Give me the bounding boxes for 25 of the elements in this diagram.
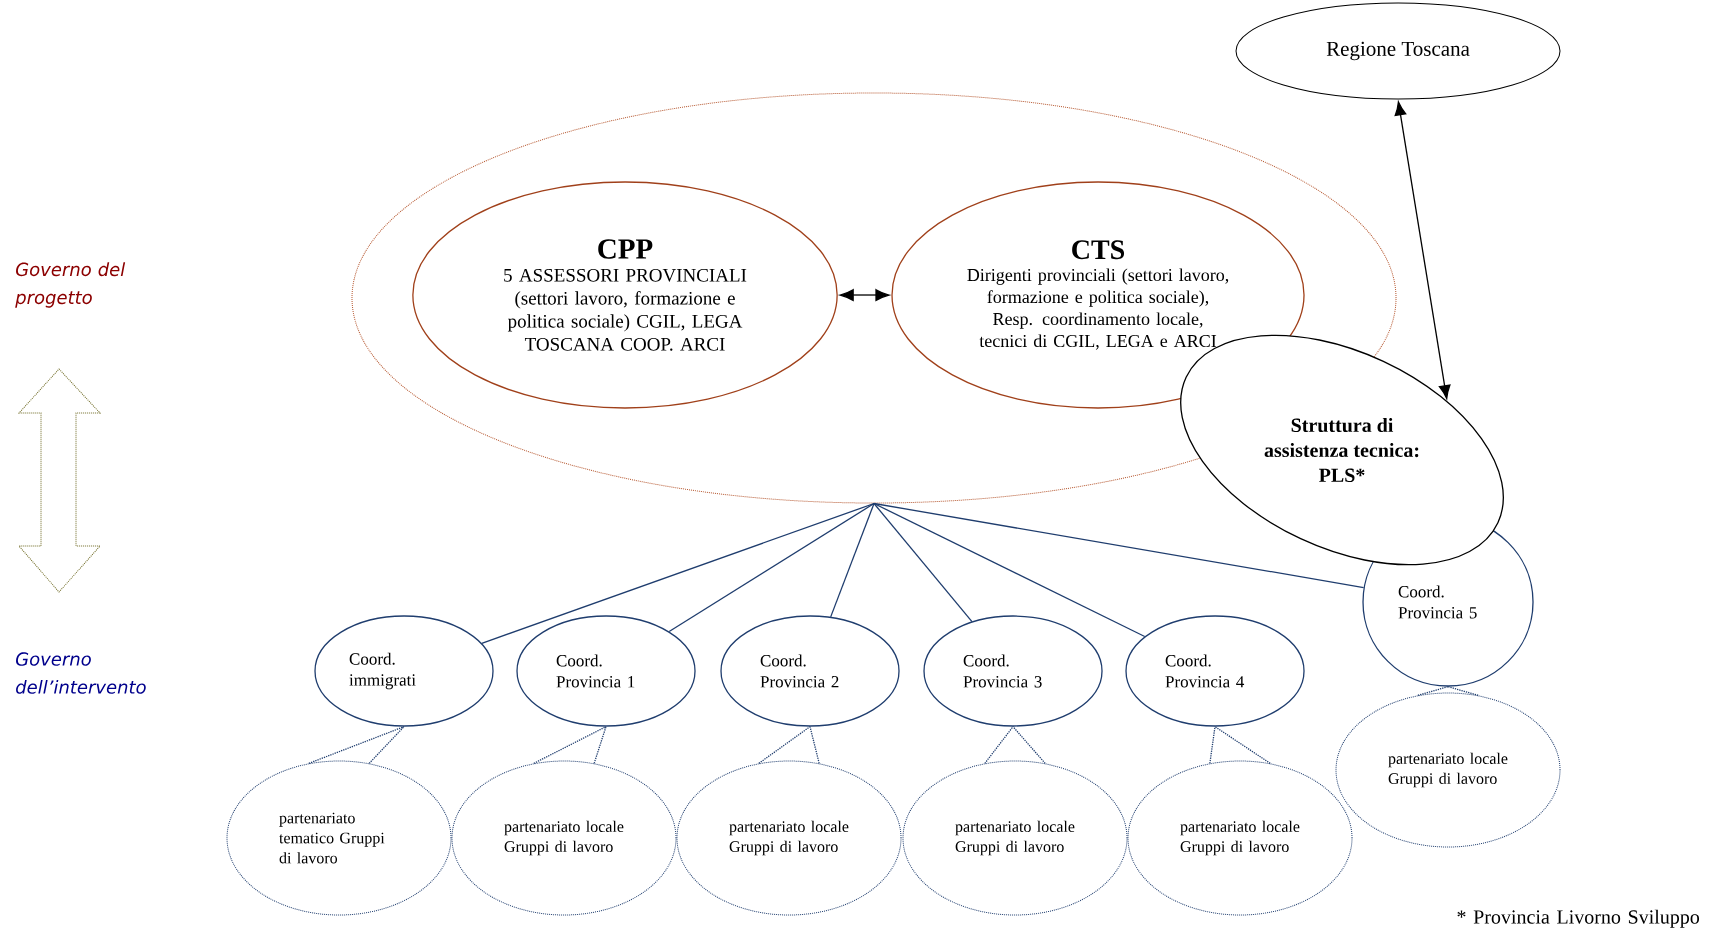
- connector-line: [830, 502, 875, 618]
- callout-tail: [984, 726, 1046, 764]
- callout-bubble: partenariato tematico Gruppi di lavoro: [226, 760, 452, 916]
- ellipse-node: Regione Toscana: [1235, 2, 1561, 100]
- arrow: [839, 289, 890, 301]
- connector-line: [873, 502, 1365, 589]
- connector-line: [481, 502, 875, 644]
- callout-tail: [758, 726, 820, 764]
- connector-line: [668, 502, 875, 633]
- callout-bubble: partenariato locale Gruppi di lavoro: [1127, 760, 1353, 916]
- ellipse-node: CPP 5 ASSESSORI PROVINCIALI (settori lavoro, formazione e politica sociale) CGIL, LEGA TOSCANA COOP. ARCI: [412, 181, 838, 409]
- callout-tail: [1209, 726, 1271, 764]
- footnote: * Provincia Livorno Sviluppo: [1457, 909, 1700, 928]
- connector-line: [873, 502, 1146, 638]
- callout-tail: [308, 726, 405, 764]
- connector-line: [873, 502, 973, 623]
- arrow: [1394, 101, 1451, 400]
- callout-bubble: partenariato locale Gruppi di lavoro: [451, 760, 677, 916]
- callout-tail: [1417, 686, 1479, 696]
- callout-bubble: partenariato locale Gruppi di lavoro: [902, 760, 1128, 916]
- side-label: Governo dell’intervento: [16, 652, 146, 694]
- callout-tail: [533, 726, 607, 764]
- side-label: Governo del progetto: [15, 262, 126, 308]
- callout-bubble: partenariato locale Gruppi di lavoro: [676, 760, 902, 916]
- callout-bubble: partenariato locale Gruppi di lavoro: [1335, 692, 1561, 848]
